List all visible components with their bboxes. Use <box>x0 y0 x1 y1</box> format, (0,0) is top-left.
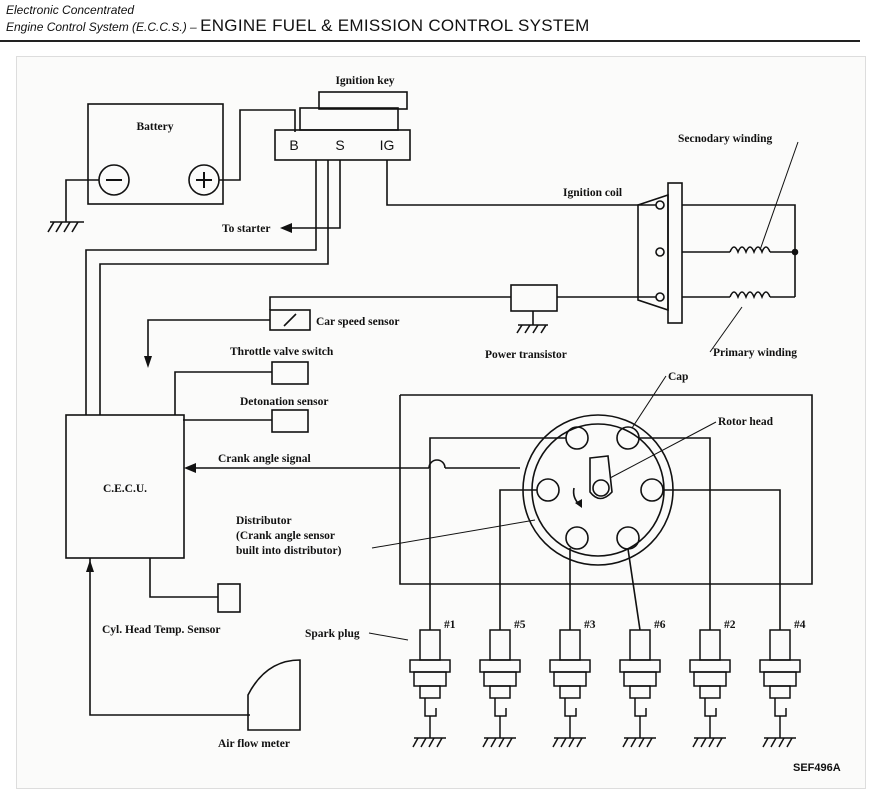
ignition-key-label: Ignition key <box>335 75 394 87</box>
plug-number-label: #3 <box>584 619 596 631</box>
primary-winding-icon <box>729 291 771 300</box>
header-line2: Engine Control System (E.C.C.S.) – ENGIN… <box>6 17 590 36</box>
power-transistor-label: Power transistor <box>485 349 567 361</box>
header-line1: Electronic Concentrated <box>6 3 135 17</box>
spark-plug-2 <box>479 629 521 748</box>
plug-number-label: #2 <box>724 619 736 631</box>
page-header: Electronic Concentrated Engine Control S… <box>6 3 590 36</box>
cecu-label: C.E.C.U. <box>103 483 147 495</box>
ignition-key: Ignition key B S IG <box>274 75 411 161</box>
key-b-label: B <box>289 137 298 153</box>
secondary-winding-icon <box>729 246 771 255</box>
plug-number-label: #1 <box>444 619 456 631</box>
cap-terminal-1 <box>565 426 589 450</box>
power-transistor: Power transistor <box>269 284 656 361</box>
spark-plug-4 <box>619 629 661 748</box>
air-flow-meter-label: Air flow meter <box>218 738 290 750</box>
key-ig-label: IG <box>380 137 395 153</box>
battery-ground-icon <box>47 179 99 233</box>
rotor-head-icon <box>589 455 613 500</box>
crank-angle-signal-label: Crank angle signal <box>218 453 311 465</box>
cap-terminal-4 <box>640 478 664 502</box>
spark-plug-6 <box>759 629 801 748</box>
throttle-valve-switch-label: Throttle valve switch <box>230 346 334 358</box>
cap-terminal-5 <box>565 526 589 550</box>
distributor-frame <box>399 394 813 585</box>
key-s-label: S <box>335 137 344 153</box>
spark-plug-1 <box>409 629 451 748</box>
to-starter-label: To starter <box>222 223 270 235</box>
detonation-sensor: Detonation sensor <box>240 396 329 433</box>
cap-terminal-2 <box>616 426 640 450</box>
primary-winding-label: Primary winding <box>713 347 797 359</box>
plug-number-label: #4 <box>794 619 806 631</box>
battery: Battery <box>87 103 224 205</box>
throttle-valve-switch: Throttle valve switch <box>230 346 334 385</box>
plug-number-label: #6 <box>654 619 666 631</box>
spark-plug-3 <box>549 629 591 748</box>
spark-plug-5 <box>689 629 731 748</box>
spark-plugs: #1 #5 #3 #6 #2 #4 <box>409 619 806 748</box>
distributor-label-1: Distributor <box>236 515 292 527</box>
rotor-head-label: Rotor head <box>718 416 774 428</box>
cap-terminal-3 <box>536 478 560 502</box>
plug-number-label: #5 <box>514 619 526 631</box>
page-title: ENGINE FUEL & EMISSION CONTROL SYSTEM <box>200 16 590 35</box>
cyl-head-temp-sensor <box>217 583 241 613</box>
diagram-panel <box>16 56 866 789</box>
cecu: C.E.C.U. <box>65 414 185 559</box>
ignition-coil-label: Ignition coil <box>563 187 622 199</box>
spark-plug-label: Spark plug <box>305 628 360 640</box>
crank-signal-arrow-icon <box>184 463 196 473</box>
air-flow-meter: Air flow meter <box>218 659 301 750</box>
distributor-label-3: built into distributor) <box>236 545 342 557</box>
distributor-label-2: (Crank angle sensor <box>236 530 335 542</box>
header-prefix: Engine Control System (E.C.C.S.) – <box>6 20 201 34</box>
starter-arrow-icon <box>280 223 292 233</box>
figure-code: SEF496A <box>793 762 841 774</box>
cap-label: Cap <box>668 371 688 383</box>
cap-terminal-6 <box>616 526 640 550</box>
detonation-sensor-label: Detonation sensor <box>240 396 329 408</box>
car-speed-sensor-label: Car speed sensor <box>316 316 399 328</box>
secondary-winding-label: Secnodary winding <box>678 133 773 145</box>
ignition-coil: Ignition coil <box>563 182 799 324</box>
battery-label: Battery <box>136 121 173 133</box>
header-rule <box>0 40 860 42</box>
cyl-head-temp-label: Cyl. Head Temp. Sensor <box>102 624 221 636</box>
car-speed-sensor: Car speed sensor <box>269 309 399 331</box>
